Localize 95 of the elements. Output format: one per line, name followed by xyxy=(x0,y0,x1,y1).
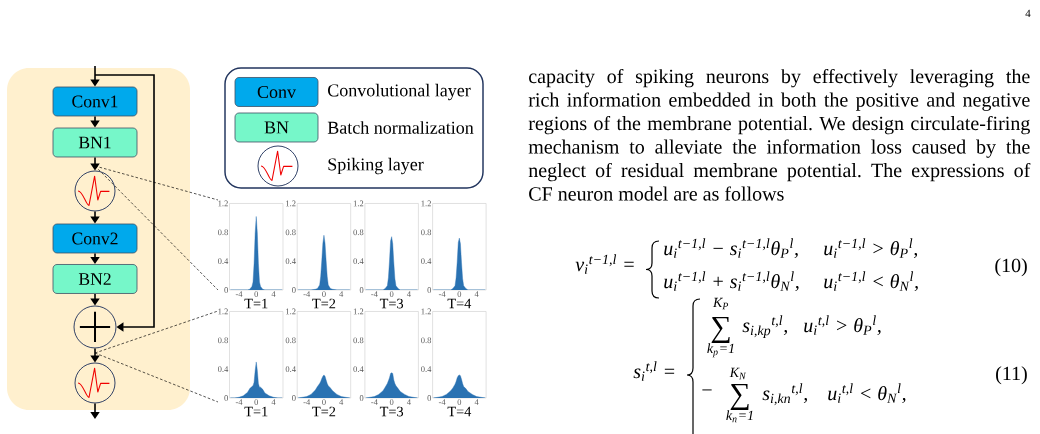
x-tick-label: -4 xyxy=(235,399,243,405)
y-tick-label: 0 xyxy=(359,287,364,293)
x-tick-label: 0 xyxy=(322,399,326,405)
body-paragraph: capacity of spiking neurons by effectively leveraging the rich information embedded in both the positive and negative regions of the membrane potential. We design circulate-firing mechanism to alleviate the information loss caused by the neglect of residual membrane potential. The expressions of CF neuron model are as follows xyxy=(528,68,1031,201)
y-tick-label: 0.4 xyxy=(421,258,432,265)
equation-term: u$_{i}$$^{t−1,l}$ + s$_{i}$$^{t−1,l}$θ$_{N}$$^{l}$, xyxy=(664,271,799,292)
y-tick-label: 1.2 xyxy=(353,308,364,315)
y-tick-label: 0.4 xyxy=(421,366,432,373)
x-tick-label: 0 xyxy=(322,291,326,297)
sum-limit: k$_{p}$=1 xyxy=(707,343,734,358)
y-tick-label: 1.2 xyxy=(218,200,228,207)
sum-limit: K$_{N}$ xyxy=(729,367,747,380)
equation-term: v$_{i}$$^{t−1,l}$ = xyxy=(575,254,634,274)
sum-sign: ∑ xyxy=(730,383,749,410)
equation-term: u$_{i}$$^{t−1,l}$ < θ$_{N}$$^{l}$, xyxy=(824,271,918,292)
layer-box: BN1 xyxy=(52,127,138,158)
y-tick-label: 1.2 xyxy=(421,308,431,315)
equation-term: u$_{i}$$^{t−1,l}$ − s$_{i}$$^{t−1,l}$θ$_{P}$$^{l}$, xyxy=(664,238,798,259)
layer-box: Conv1 xyxy=(52,86,138,117)
y-tick-label: 0.8 xyxy=(218,337,228,344)
y-tick-label: 0.4 xyxy=(285,366,296,373)
equation-term: s$_{i,kp}$$^{t,l}$, xyxy=(742,315,787,339)
x-tick-label: 0 xyxy=(389,291,394,297)
spiking-layer-circle xyxy=(74,170,116,212)
y-tick-label: 0 xyxy=(224,287,228,293)
y-tick-label: 0.8 xyxy=(421,337,432,344)
equation-term: s$_{i,kn}$$^{t,l}$, xyxy=(762,383,807,406)
layer-box: BN2 xyxy=(52,264,138,294)
x-tick-label: 0 xyxy=(457,291,462,297)
x-tick-label: -4 xyxy=(235,291,243,297)
y-tick-label: 1.2 xyxy=(421,200,431,207)
x-tick-label: 0 xyxy=(254,291,259,297)
arrow xyxy=(94,74,155,332)
equation-term: u$_{i}$$^{t,l}$ > θ$_{P}$$^{l}$, xyxy=(804,315,881,336)
legend-label: Convolutional layer xyxy=(328,83,471,101)
equation-term: s$_{i}$$^{t,l}$ = xyxy=(633,361,675,381)
x-axis-title: T=4 xyxy=(447,406,472,417)
x-tick-label: -4 xyxy=(303,399,311,405)
equation-term: u$_{i}$$^{t−1,l}$ > θ$_{P}$$^{l}$, xyxy=(824,238,918,259)
y-tick-label: 0.8 xyxy=(353,229,364,236)
y-tick-label: 0.4 xyxy=(218,258,229,265)
x-tick-label: 4 xyxy=(339,291,344,297)
x-axis-title: T=2 xyxy=(312,298,336,309)
y-tick-label: 0 xyxy=(427,287,432,293)
x-tick-label: -4 xyxy=(371,291,378,297)
x-tick-label: 4 xyxy=(339,399,344,405)
x-tick-label: -4 xyxy=(303,291,311,297)
y-tick-label: 0.4 xyxy=(353,258,364,265)
sum-sign: ∑ xyxy=(711,316,730,343)
spiking-layer-circle xyxy=(74,362,116,404)
y-tick-label: 0.4 xyxy=(218,366,229,373)
legend-label: Spiking layer xyxy=(328,157,424,175)
sum-limit: K$_{P}$ xyxy=(712,297,729,310)
x-tick-label: 4 xyxy=(271,291,276,297)
x-tick-label: 4 xyxy=(474,291,479,297)
x-tick-label: 0 xyxy=(254,399,259,405)
y-tick-label: 0 xyxy=(427,395,432,401)
x-tick-label: -4 xyxy=(438,399,446,405)
x-tick-label: 4 xyxy=(406,291,411,297)
x-axis-title: T=1 xyxy=(244,406,268,417)
x-tick-label: -4 xyxy=(371,399,378,405)
y-tick-label: 1.2 xyxy=(218,308,228,315)
y-tick-label: 0.8 xyxy=(421,229,432,236)
x-tick-label: -4 xyxy=(438,291,446,297)
x-axis-title: T=4 xyxy=(447,298,472,309)
y-tick-label: 1.2 xyxy=(286,200,296,207)
equation-term: u$_{i}$$^{t,l}$ < θ$_{N}$$^{l}$, xyxy=(828,383,906,404)
minus-sign: − xyxy=(702,389,712,391)
x-tick-label: 4 xyxy=(271,399,276,405)
y-tick-label: 0.8 xyxy=(218,229,228,236)
y-tick-label: 0 xyxy=(224,395,228,401)
y-tick-label: 0 xyxy=(359,395,364,401)
equation-number: (10) xyxy=(995,258,1027,277)
legend-label: Batch normalization xyxy=(327,121,474,134)
y-tick-label: 0 xyxy=(292,287,296,293)
y-tick-label: 0.8 xyxy=(353,337,364,344)
x-tick-label: 4 xyxy=(406,399,411,405)
page-number: 4 xyxy=(1025,9,1031,17)
sum-limit: k$_{n}$=1 xyxy=(726,410,753,423)
equation-number: (11) xyxy=(996,366,1027,385)
x-tick-label: 0 xyxy=(457,399,462,405)
y-tick-label: 0.8 xyxy=(285,229,296,236)
y-tick-label: 1.2 xyxy=(286,308,296,315)
x-tick-label: 0 xyxy=(389,399,394,405)
y-tick-label: 0.8 xyxy=(285,337,296,344)
x-axis-title: T=3 xyxy=(379,298,404,309)
y-tick-label: 0 xyxy=(292,395,296,401)
layer-box: Conv2 xyxy=(52,223,138,254)
y-tick-label: 0.4 xyxy=(353,366,364,373)
y-tick-label: 0.4 xyxy=(285,258,296,265)
x-axis-title: T=3 xyxy=(379,406,404,417)
y-tick-label: 1.2 xyxy=(353,200,364,207)
x-tick-label: 4 xyxy=(474,399,479,405)
x-axis-title: T=1 xyxy=(244,298,268,309)
x-axis-title: T=2 xyxy=(312,406,336,417)
